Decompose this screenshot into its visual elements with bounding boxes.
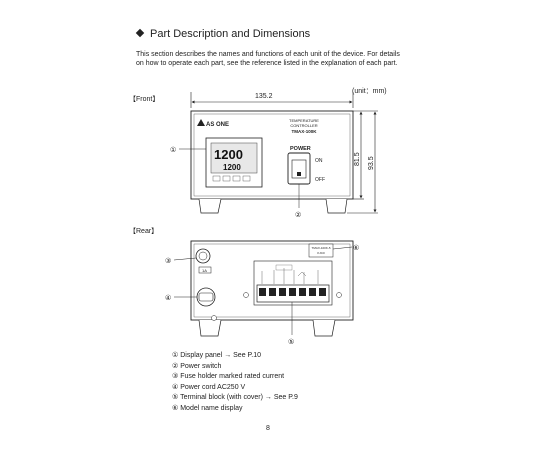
svg-text:④: ④ [165,294,171,302]
power-label: POWER [290,146,311,152]
callout-6: ⑥ [332,244,359,252]
power-cord-grommet [196,287,216,307]
front-label: 【Front】 [129,95,159,103]
legend-item: ③ Fuse holder marked rated current [172,373,285,380]
fuse-tag: 1A [202,268,207,273]
svg-text:③: ③ [165,257,171,265]
height-dimensions: 81.5 93.5 [347,110,378,214]
model-tag-line-2: KJC0 [317,251,325,255]
product-line-1: TEMPERATURE [289,118,319,123]
callout-1: ① [170,146,206,154]
legend-item: ④ Power cord AC250 V [172,383,246,391]
legend-item: ① Display panel → See P.10 [172,352,262,359]
callout-5: ⑤ [288,302,294,346]
screw-icon [336,292,342,298]
svg-text:⑤: ⑤ [288,338,294,346]
legend-item: ⑥ Model name display [172,404,243,412]
width-dim-value: 135.2 [255,93,273,100]
on-label: ON [315,158,323,164]
section-intro: This section describes the names and fun… [136,51,400,67]
svg-text:⑥: ⑥ [353,244,359,252]
off-label: OFF [315,177,325,183]
brand-logo-icon [197,119,205,126]
model-name: TMAX-100K [291,129,317,134]
rear-label: 【Rear】 [129,227,158,235]
terminal-screws [259,288,326,296]
height-dim-inner: 81.5 [354,152,361,166]
page-number: 8 [266,425,270,432]
svg-text:①: ① [170,146,176,154]
legend-item: ② Power switch [172,362,222,370]
legend-item: ⑤ Terminal block (with cover) → See P.9 [172,394,298,401]
screw-icon [243,292,249,298]
display-sv: 1200 [223,163,241,172]
rear-panel: 1A TMAX-100K-5 KJC0 [190,240,354,337]
front-panel: AS ONE TEMPERATURE CONTROLLER TMAX-100K … [190,110,354,214]
display-buttons [212,175,251,182]
fuse-holder: 1A [195,248,212,274]
unit-label: (unit：mm) [352,88,387,95]
product-line-2: CONTROLLER [290,123,317,128]
width-dimension: 135.2 [190,92,354,108]
callout-4: ④ [165,294,197,302]
terminal-block [253,260,333,306]
section-heading: Part Description and Dimensions [135,28,310,40]
callout-3: ③ [165,257,197,265]
screw-icon [211,315,217,321]
model-tag-line-1: TMAX-100K-5 [311,246,330,250]
height-dim-outer: 93.5 [368,156,375,170]
brand-name: AS ONE [206,122,229,128]
model-tag [308,243,334,258]
svg-text:②: ② [295,212,301,219]
parts-legend: ① Display panel → See P.10 ② Power switc… [172,351,298,414]
display-pv: 1200 [214,147,243,162]
section-title: Part Description and Dimensions [150,28,311,40]
callout-2: ② [295,184,301,219]
